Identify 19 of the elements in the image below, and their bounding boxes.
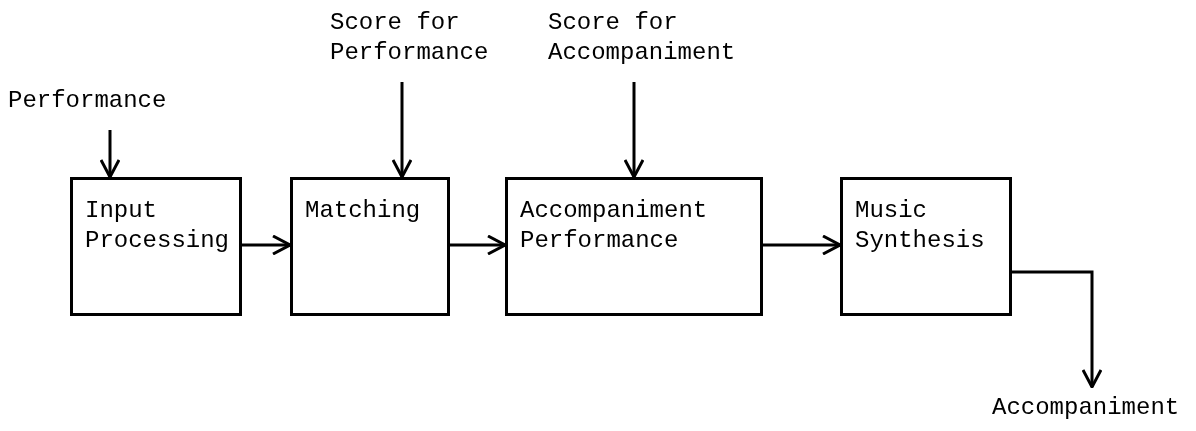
arrow (623, 82, 645, 179)
process-box (840, 177, 1012, 316)
arrow (391, 82, 413, 179)
box-label: Accompaniment Performance (520, 196, 709, 256)
arrow (450, 234, 507, 256)
process-box (70, 177, 242, 316)
arrow (99, 130, 121, 179)
io-label: Performance (8, 86, 178, 116)
arrow (242, 234, 292, 256)
process-box (290, 177, 450, 316)
arrow (763, 234, 842, 256)
box-label: Music Synthesis (855, 196, 986, 256)
io-label: Score for Performance (330, 8, 502, 68)
io-label: Accompaniment (992, 393, 1188, 423)
arrow (1012, 270, 1103, 389)
io-label: Score for Accompaniment (548, 8, 748, 68)
box-label: Input Processing (85, 196, 229, 256)
box-label: Matching (305, 196, 421, 226)
process-box (505, 177, 763, 316)
